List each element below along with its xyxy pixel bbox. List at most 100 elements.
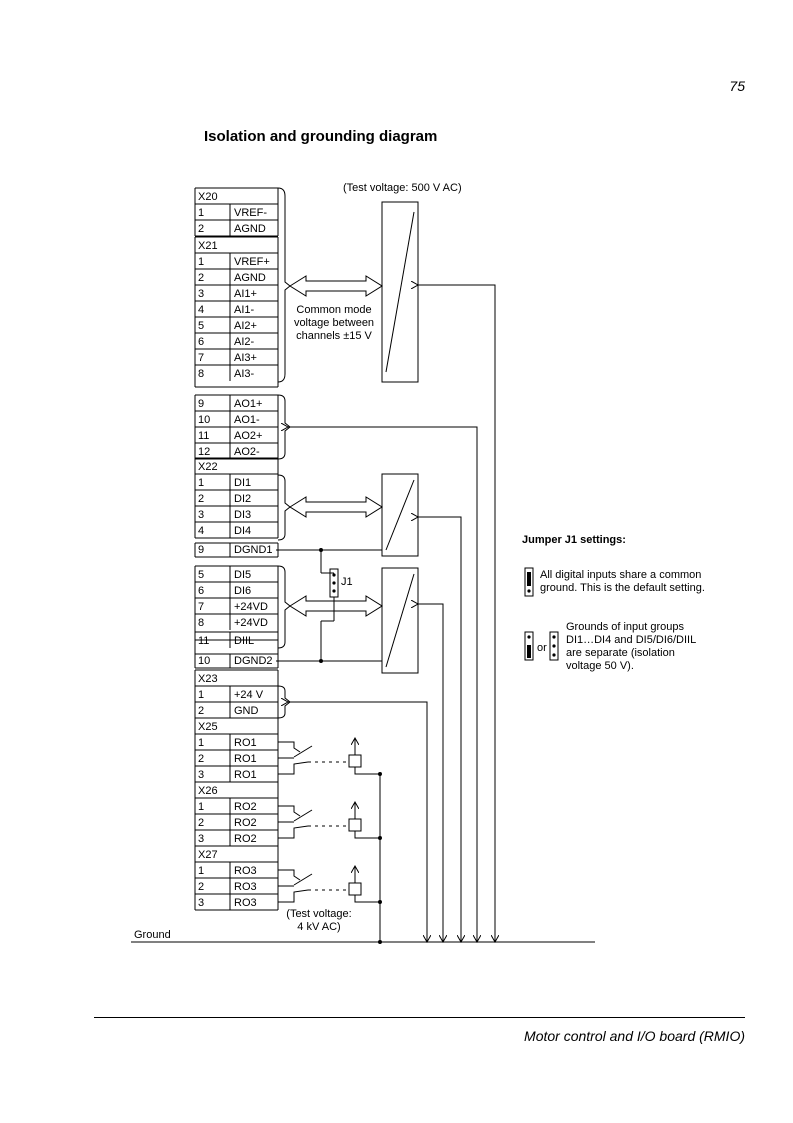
- terminal-number: 9: [198, 544, 204, 556]
- isolation-barriers: [381, 201, 419, 674]
- terminal-signal: DI6: [234, 585, 251, 597]
- isolation-barrier-analog: [381, 201, 419, 383]
- terminal-number: 1: [198, 865, 204, 877]
- terminal-signal: GND: [234, 705, 259, 717]
- terminal-number: 1: [198, 477, 204, 489]
- block-header-x22: X22: [198, 461, 218, 473]
- terminal-signal: DI2: [234, 493, 251, 505]
- block-header-x23: X23: [198, 673, 218, 685]
- group-braces: [277, 187, 291, 719]
- terminal-number: 2: [198, 272, 204, 284]
- terminal-signal: DI3: [234, 509, 251, 521]
- terminal-signal: DI1: [234, 477, 251, 489]
- terminal-signal: RO3: [234, 897, 257, 909]
- relay-coil: [348, 882, 362, 896]
- terminal-number: 2: [198, 817, 204, 829]
- terminal-signal: AO2-: [234, 446, 260, 458]
- terminal-signal: AGND: [234, 272, 266, 284]
- isolation-barrier-di5-6: [381, 567, 419, 674]
- terminal-signal: AI3+: [234, 352, 257, 364]
- test-voltage-bottom-line2: 4 kV AC): [297, 921, 340, 933]
- terminal-number: 12: [198, 446, 210, 458]
- terminal-number: 4: [198, 304, 204, 316]
- or-label: or: [537, 642, 547, 654]
- terminal-signal: VREF-: [234, 207, 267, 219]
- setting1-line2: ground. This is the default setting.: [540, 582, 705, 594]
- terminal-signal: AI2+: [234, 320, 257, 332]
- terminal-number: 1: [198, 737, 204, 749]
- terminal-number: 6: [198, 585, 204, 597]
- terminal-signal: +24VD: [234, 617, 268, 629]
- setting2-line3: are separate (isolation: [566, 647, 675, 659]
- relay-outputs: [278, 738, 382, 942]
- terminal-number: 3: [198, 288, 204, 300]
- terminal-signal: AO1-: [234, 414, 260, 426]
- terminal-number: 8: [198, 617, 204, 629]
- setting2-line2: DI1…DI4 and DI5/DI6/DIIL: [566, 634, 696, 646]
- block-header-x27: X27: [198, 849, 218, 861]
- terminal-signal: RO2: [234, 817, 257, 829]
- terminal-signal: +24 V: [234, 689, 264, 701]
- terminal-signal: AO1+: [234, 398, 262, 410]
- terminal-block-x21: X21 1 VREF+ 2 AGND 3 AI1+ 4 AI1- 5 AI2+ 6 AI2- 7 AI3+ 8…: [194, 236, 279, 388]
- jumper-default-icon: [524, 567, 534, 597]
- terminal-number: 1: [198, 801, 204, 813]
- terminal-signal: VREF+: [234, 256, 270, 268]
- terminal-number: 1: [198, 256, 204, 268]
- terminal-signal: AI3-: [234, 368, 255, 380]
- relay-3: [278, 866, 382, 904]
- terminal-signal: DGND2: [234, 655, 273, 667]
- terminal-signal: AI1+: [234, 288, 257, 300]
- block-header-x21: X21: [198, 240, 218, 252]
- jumper-settings-legend: Jumper J1 settings: All digital inputs s…: [522, 534, 705, 672]
- terminal-signal: DI5: [234, 569, 251, 581]
- terminal-number: 2: [198, 223, 204, 235]
- relay-coil: [348, 818, 362, 832]
- jumper-label: J1: [341, 576, 353, 588]
- test-voltage-top-label: (Test voltage: 500 V AC): [343, 182, 462, 194]
- dgnd-wiring: [276, 548, 382, 663]
- terminal-signal: RO3: [234, 865, 257, 877]
- terminal-number: 2: [198, 881, 204, 893]
- terminal-signal: RO1: [234, 753, 257, 765]
- terminal-number: 9: [198, 398, 204, 410]
- block-header-x25: X25: [198, 721, 218, 733]
- terminal-number: 4: [198, 525, 204, 537]
- setting2-line1: Grounds of input groups: [566, 621, 685, 633]
- terminal-number: 5: [198, 320, 204, 332]
- jumper-separate-icon-a: [524, 631, 534, 661]
- terminal-signal: +24VD: [234, 601, 268, 613]
- terminal-number: 1: [198, 207, 204, 219]
- common-mode-line1: Common mode: [296, 304, 371, 316]
- terminal-number: 2: [198, 705, 204, 717]
- terminal-signal: AI2-: [234, 336, 255, 348]
- terminal-number: 8: [198, 368, 204, 380]
- terminal-signal: AI1-: [234, 304, 255, 316]
- terminal-signal: RO1: [234, 769, 257, 781]
- terminal-number: 10: [198, 655, 210, 667]
- terminal-signal: DI4: [234, 525, 251, 537]
- block-header-x20: X20: [198, 191, 218, 203]
- jumper-separate-icon-b: [549, 631, 559, 661]
- terminal-number: 1: [198, 689, 204, 701]
- terminal-number: 6: [198, 336, 204, 348]
- common-mode-line2: voltage between: [294, 317, 374, 329]
- terminal-number: 2: [198, 493, 204, 505]
- footer-rule: [94, 1017, 745, 1018]
- terminal-number: 3: [198, 769, 204, 781]
- terminal-signal: AO2+: [234, 430, 262, 442]
- jumper-settings-heading: Jumper J1 settings:: [522, 534, 626, 546]
- terminal-number: 7: [198, 352, 204, 364]
- terminal-number: 7: [198, 601, 204, 613]
- terminal-signal: RO1: [234, 737, 257, 749]
